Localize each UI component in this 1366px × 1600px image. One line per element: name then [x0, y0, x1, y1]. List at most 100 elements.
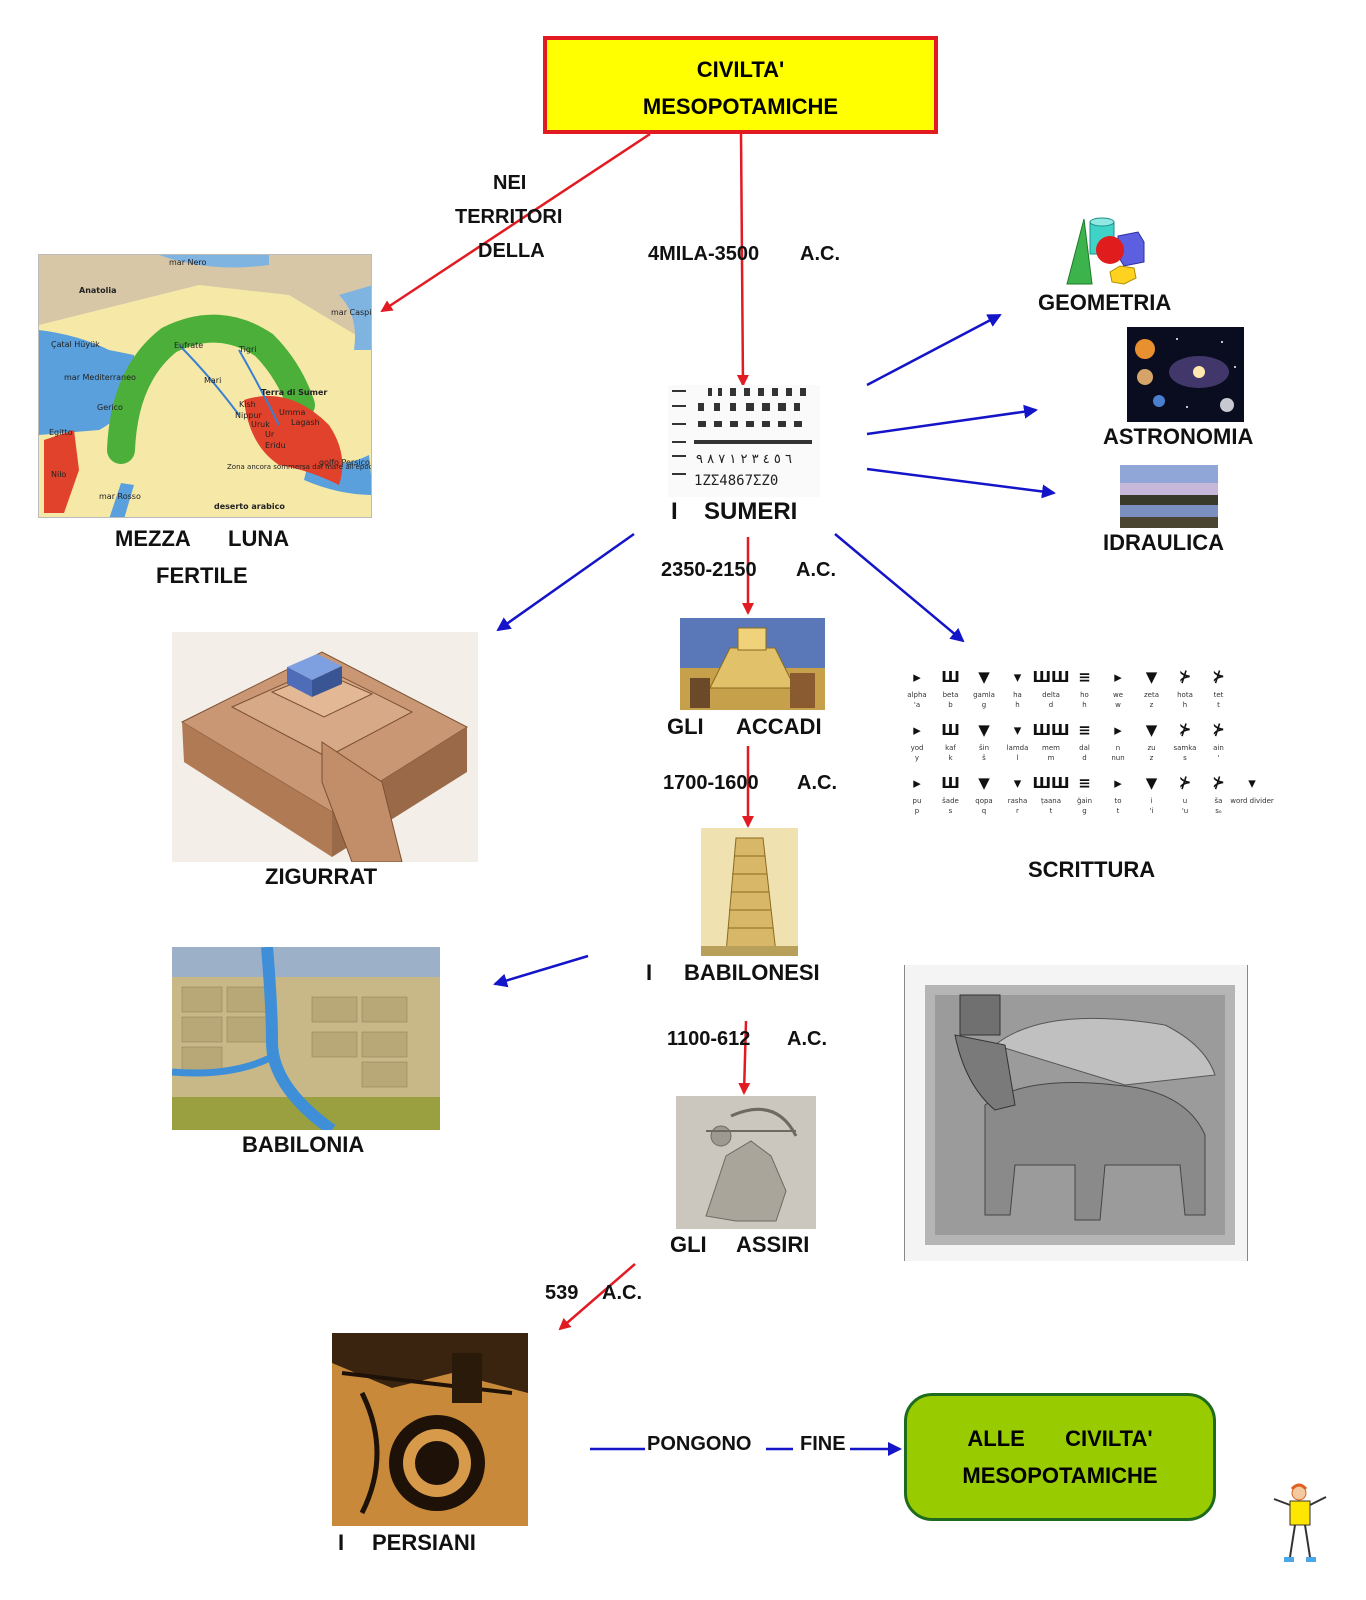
- cuneiform-glyph: ШШ: [1032, 668, 1069, 686]
- map-label-nippur: Nippur: [235, 411, 262, 420]
- alphabet-letter-value: p: [915, 807, 920, 815]
- cuneiform-glyph: ▸: [913, 774, 921, 792]
- end-line1: ALLE: [967, 1426, 1025, 1451]
- alphabet-letter-name: ha: [1013, 691, 1022, 699]
- cuneiform-glyph: Ш: [941, 774, 960, 792]
- alphabet-letter-value: d: [1049, 701, 1053, 709]
- map-label-mediterraneo: mar Mediterraneo: [64, 373, 136, 382]
- babylon-city-image: [172, 947, 440, 1130]
- cuneiform-glyph: ▼: [978, 774, 990, 792]
- title-line1: CIVILTA': [696, 57, 785, 82]
- map-label-mar-nero: mar Nero: [169, 258, 207, 267]
- alphabet-letter-name: ṭaana: [1041, 797, 1061, 805]
- label-fertile: FERTILE: [156, 563, 248, 588]
- label-date-assiri: 1100-612: [667, 1028, 751, 1050]
- alphabet-letter-name: u: [1183, 797, 1187, 805]
- label-scrittura: SCRITTURA: [1028, 857, 1156, 882]
- title-box: CIVILTA' MESOPOTAMICHE: [543, 36, 938, 134]
- label-ac-sumeri: A.C.: [800, 243, 840, 265]
- cuneiform-glyph: ⊁: [1179, 668, 1192, 686]
- end-box: ALLE CIVILTA' MESOPOTAMICHE: [904, 1393, 1216, 1521]
- cuneiform-glyph: ▸: [1114, 721, 1122, 739]
- svg-text:1ZΣ4867ΣZ0: 1ZΣ4867ΣZ0: [694, 473, 778, 489]
- cuneiform-glyph: ⊁: [1179, 721, 1192, 739]
- alphabet-letter-name: zu: [1147, 744, 1155, 752]
- label-ac-persiani: A.C.: [602, 1282, 642, 1304]
- cuneiform-glyph: ▸: [913, 721, 921, 739]
- ziggurat-image: [172, 632, 478, 862]
- alphabet-letter-name: šin: [979, 744, 989, 752]
- cuneiform-glyph: ⊁: [1212, 774, 1225, 792]
- map-label-deserto: deserto arabico: [214, 502, 285, 511]
- cuneiform-glyph: ⊁: [1212, 721, 1225, 739]
- alphabet-letter-name: gamla: [973, 691, 995, 699]
- alphabet-letter-name: šade: [942, 797, 959, 805]
- cuneiform-glyph: ▸: [1114, 668, 1122, 686]
- tower-of-babel-image: [701, 828, 798, 956]
- alphabet-letter-value: z: [1150, 754, 1154, 762]
- alphabet-letter-name: tet: [1214, 691, 1224, 699]
- alphabet-letter-name: pu: [913, 797, 922, 805]
- cuneiform-glyph: ▾: [1014, 721, 1022, 739]
- map-label-egitto: Egitto: [49, 428, 73, 437]
- map-label-uruk: Uruk: [251, 420, 270, 429]
- end-line3: MESOPOTAMICHE: [962, 1463, 1158, 1488]
- label-babilonesi-i: I: [646, 960, 653, 985]
- alphabet-letter-value: š: [982, 754, 986, 762]
- alphabet-letter-value: q: [982, 807, 986, 815]
- label-babilonia: BABILONIA: [242, 1132, 365, 1157]
- label-pongono: PONGONO: [647, 1433, 752, 1455]
- map-label-ur: Ur: [265, 430, 275, 439]
- alphabet-letter-name: dal: [1079, 744, 1090, 752]
- cuneiform-glyph: ▼: [1146, 721, 1158, 739]
- alphabet-letter-name: kaf: [945, 744, 956, 752]
- map-label-nilo: Nilo: [51, 470, 66, 479]
- alphabet-letter-value: t: [1117, 807, 1120, 815]
- label-nei: NEI: [493, 172, 527, 194]
- label-luna: LUNA: [228, 526, 290, 551]
- arrow-to-persiani: [558, 1263, 636, 1331]
- assyrians-relief-image: [676, 1096, 816, 1229]
- label-gli-accadi: GLI: [667, 714, 704, 739]
- alphabet-letter-value: t: [1050, 807, 1053, 815]
- cuneiform-glyph: ▼: [978, 721, 990, 739]
- arrow-to-sumeri: [736, 133, 749, 387]
- alphabet-letter-name: word divider: [1230, 797, 1274, 805]
- alphabet-letter-name: we: [1113, 691, 1123, 699]
- alphabet-letter-name: alpha: [907, 691, 926, 699]
- label-sumeri: SUMERI: [704, 498, 798, 525]
- cuneiform-glyph: Ш: [941, 668, 960, 686]
- arrow-to-scrittura: [834, 533, 965, 643]
- alphabet-letter-name: ğain: [1077, 797, 1092, 805]
- alphabet-letter-name: ho: [1080, 691, 1089, 699]
- map-label-terra-sumer: Terra di Sumer: [261, 388, 327, 397]
- label-geometria: GEOMETRIA: [1038, 290, 1172, 315]
- alphabet-letter-value: b: [948, 701, 953, 709]
- label-persiani-i: I: [338, 1530, 345, 1555]
- map-label-anatolia: Anatolia: [79, 286, 117, 295]
- alphabet-letter-name: n: [1116, 744, 1120, 752]
- alphabet-letter-name: ša: [1215, 797, 1223, 805]
- alphabet-letter-value: s: [949, 807, 953, 815]
- label-ac-assiri: A.C.: [787, 1028, 827, 1050]
- alphabet-letter-name: samka: [1174, 744, 1197, 752]
- label-zigurrat: ZIGURRAT: [265, 864, 378, 889]
- map-label-tigri: Tigri: [238, 345, 256, 354]
- map-label-mar-caspio: mar Caspio: [331, 308, 372, 317]
- label-persiani: PERSIANI: [372, 1530, 476, 1555]
- cuneiform-glyph: ▾: [1248, 774, 1256, 792]
- map-label-eufrate: Eufrate: [174, 341, 203, 350]
- alphabet-letter-value: d: [1082, 754, 1086, 762]
- alphabet-letter-name: i: [1151, 797, 1153, 805]
- alphabet-letter-value: l: [1017, 754, 1019, 762]
- label-date-persiani: 539: [545, 1282, 579, 1304]
- label-territori: TERRITORI: [455, 206, 563, 228]
- cuneiform-glyph: ▼: [1146, 774, 1158, 792]
- label-idraulica: IDRAULICA: [1103, 530, 1224, 555]
- alphabet-letter-name: qopa: [975, 797, 992, 805]
- alphabet-letter-name: delta: [1042, 691, 1060, 699]
- arrow-to-idraulica: [866, 467, 1056, 499]
- title-line2: MESOPOTAMICHE: [642, 94, 839, 119]
- map-label-golfo: golfo Persico: [319, 458, 370, 467]
